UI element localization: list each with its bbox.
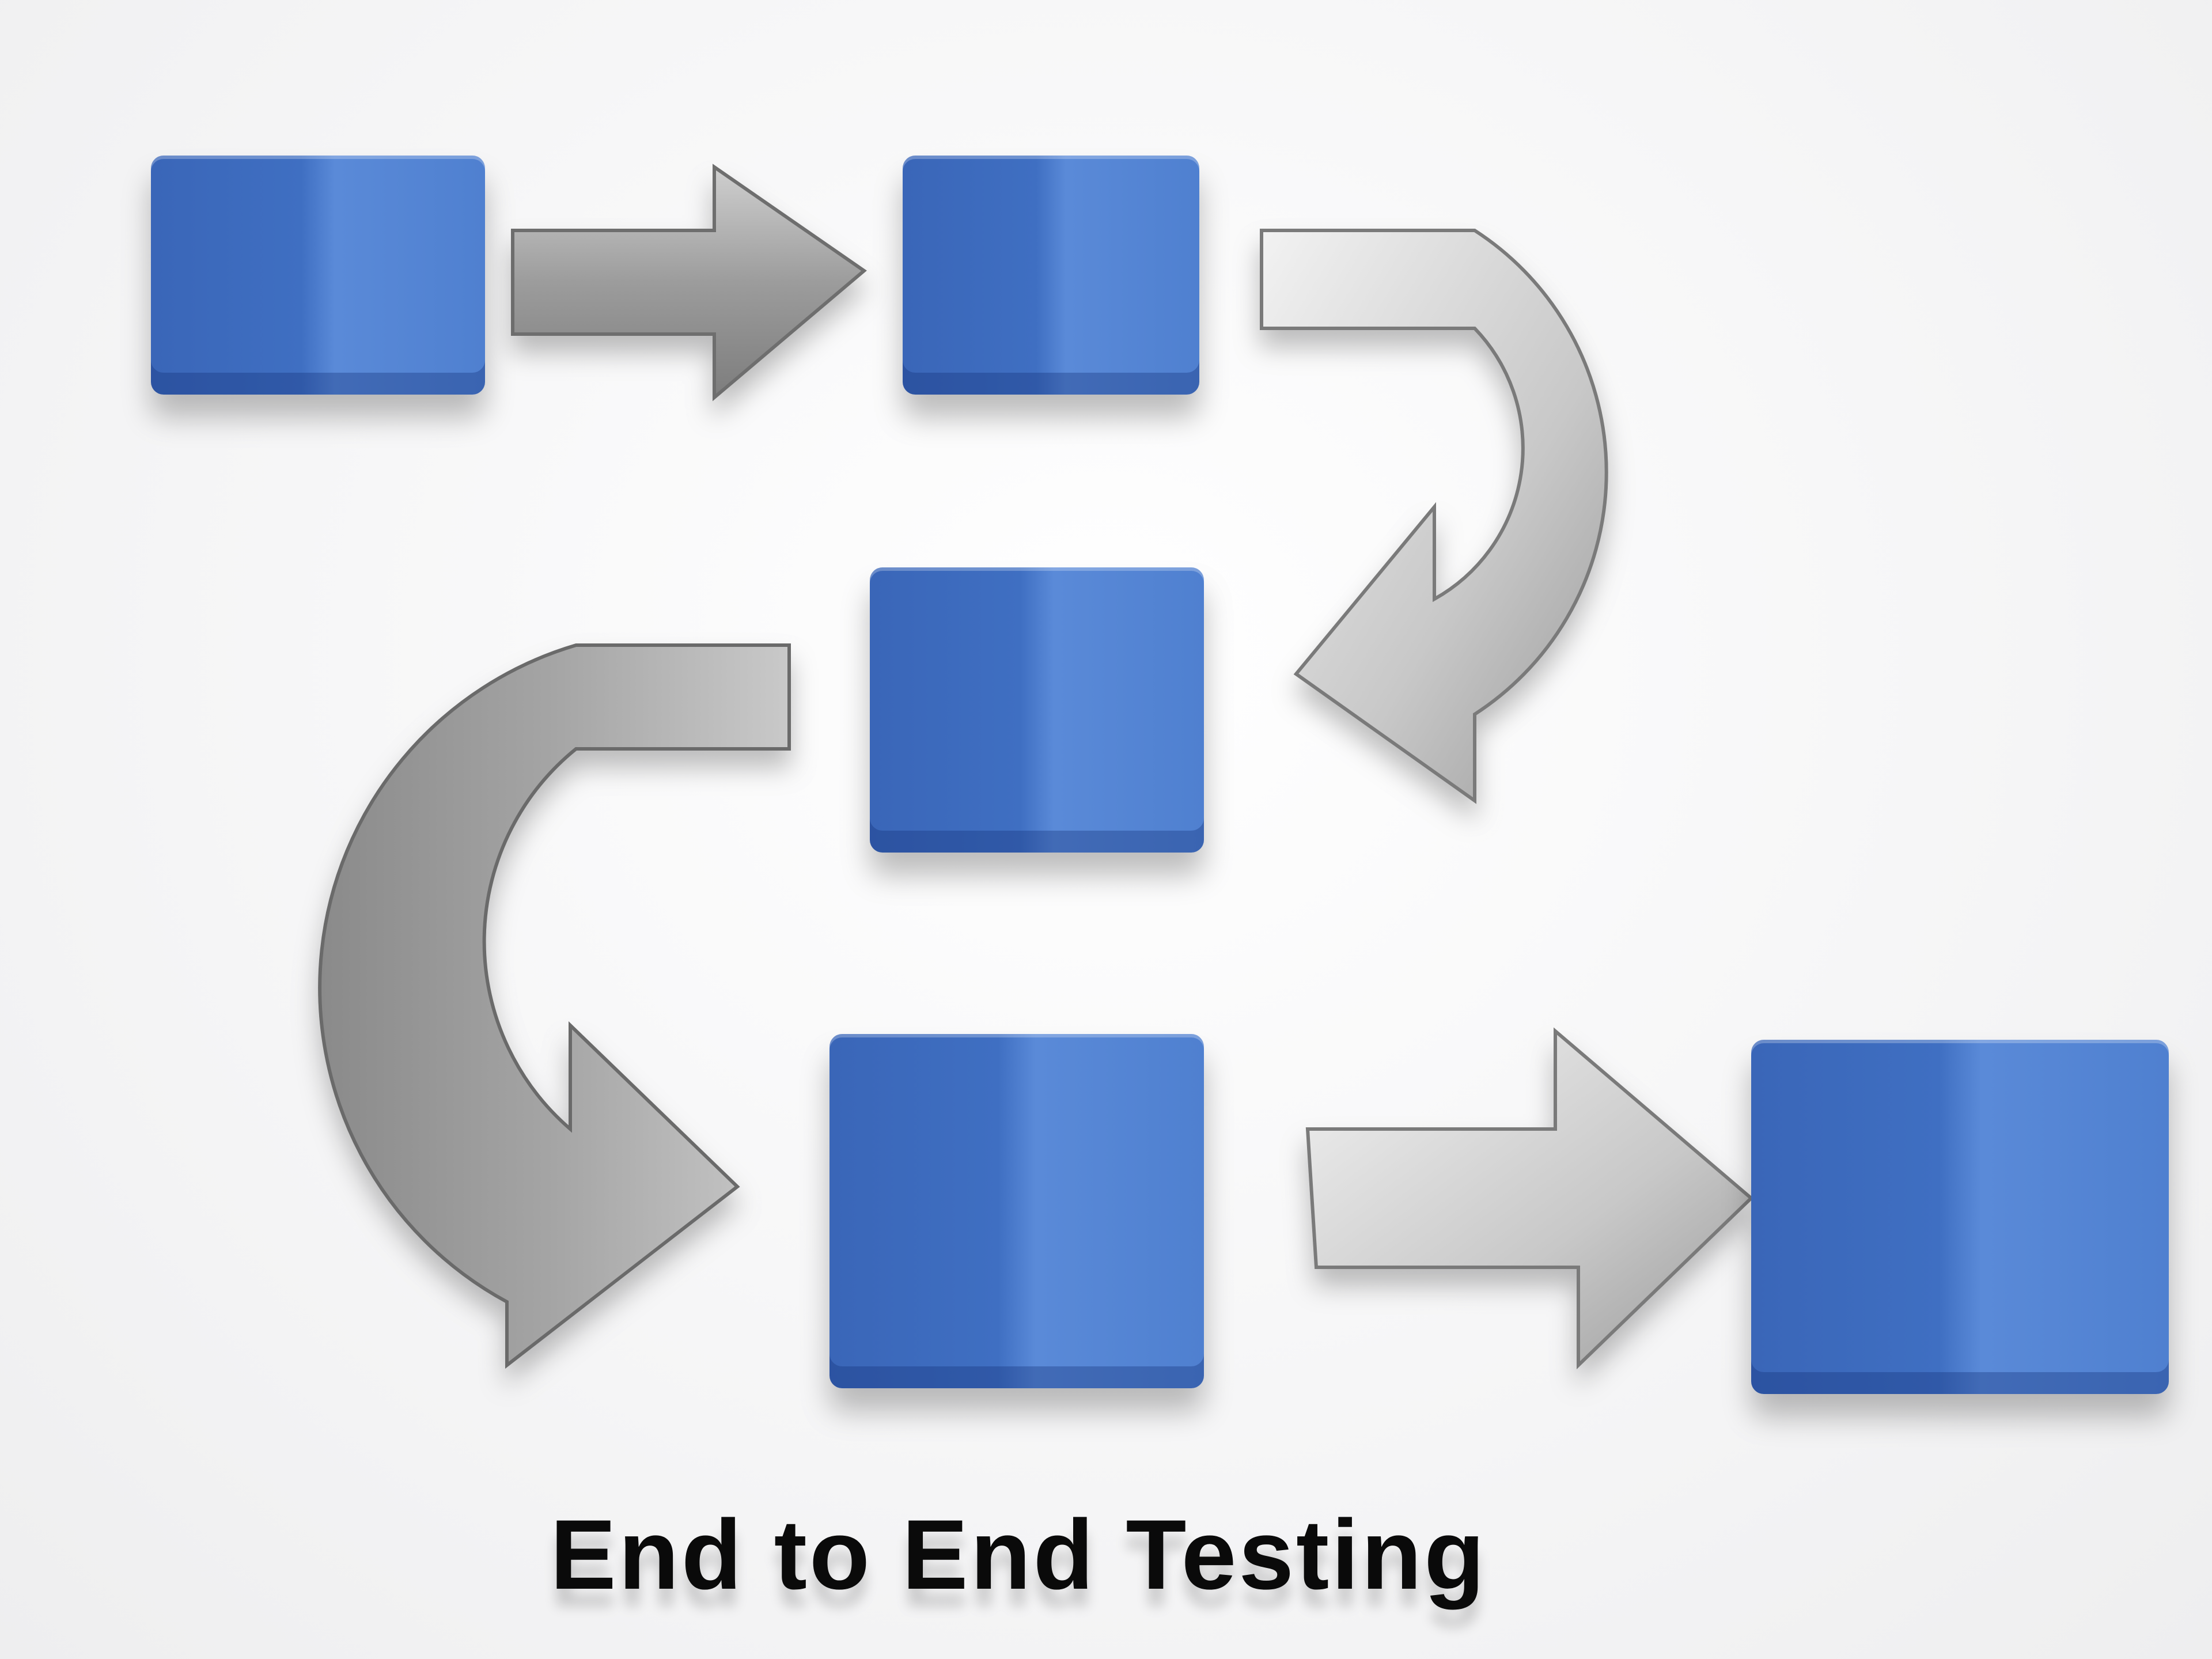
step-block-5 bbox=[1751, 1040, 2169, 1394]
step-block-2 bbox=[903, 156, 1199, 395]
curved-arrow-left-icon bbox=[318, 643, 791, 1369]
arrow-right-icon bbox=[511, 164, 867, 402]
curved-arrow-right-icon bbox=[1260, 229, 1608, 804]
step-block-1 bbox=[151, 156, 485, 395]
arrow-right-icon bbox=[1305, 1027, 1754, 1370]
step-block-4 bbox=[830, 1034, 1204, 1388]
diagram-title: End to End Testing bbox=[550, 1499, 1487, 1610]
step-block-3 bbox=[870, 567, 1204, 853]
